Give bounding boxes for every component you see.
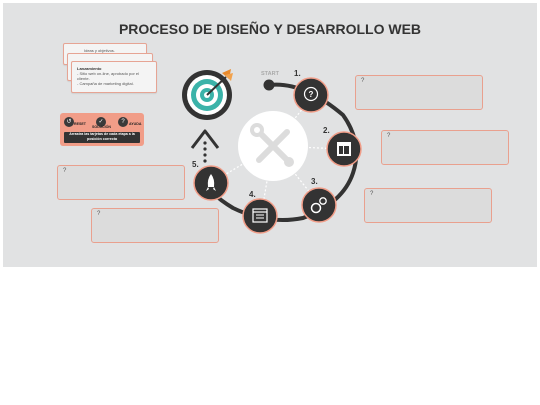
solution-label: SOLUCIÓN <box>92 125 111 129</box>
step-2 <box>326 131 362 167</box>
drop-zone-placeholder: ? <box>370 191 374 197</box>
drop-zone-3[interactable]: ? <box>364 188 492 223</box>
drop-zone-5[interactable]: ? <box>57 165 185 200</box>
drop-zone-placeholder: ? <box>97 211 101 217</box>
card-back-text: Ideas y objetivos. <box>84 48 115 53</box>
drop-zone-4[interactable]: ? <box>91 208 219 243</box>
rocket-icon <box>207 174 215 187</box>
step-1-number: 1. <box>294 69 301 78</box>
card-front-title: Lanzamiento <box>77 66 102 71</box>
wrench-screwdriver-icon <box>256 129 290 163</box>
step-5 <box>193 165 229 201</box>
stage-card-front[interactable]: Lanzamiento - Sitio web on-line, aprobad… <box>71 61 157 93</box>
arrow-head <box>190 129 220 149</box>
help-button[interactable]: ? <box>118 117 128 127</box>
reset-button[interactable]: ↺ <box>64 117 74 127</box>
controls-panel: ↺ RESET ✓ SOLUCIÓN ? AYUDA Arrastra las … <box>60 113 144 146</box>
svg-text:?: ? <box>309 90 314 99</box>
upward-arrow <box>203 141 207 163</box>
browser-checklist-icon <box>252 208 268 223</box>
step-4-number: 4. <box>249 190 256 199</box>
drop-zone-placeholder: ? <box>63 168 67 174</box>
step-5-number: 5. <box>192 160 199 169</box>
process-wheel: START ? 1. 2. <box>182 69 362 234</box>
reset-label: RESET <box>74 122 86 126</box>
drop-zone-1[interactable]: ? <box>355 75 483 110</box>
gears-icon <box>310 202 322 214</box>
step-3 <box>301 187 337 223</box>
help-label: AYUDA <box>129 122 142 126</box>
start-dot <box>263 79 275 91</box>
drop-zone-2[interactable]: ? <box>381 130 509 165</box>
card-front-text: - Sitio web on-line, aprobado por el cli… <box>77 71 140 86</box>
instruction-text: Arrastra las tarjetas de cada etapa a la… <box>64 132 140 143</box>
solution-button[interactable]: ✓ <box>96 117 106 127</box>
diagram-canvas: PROCESO DE DISEÑO Y DESARROLLO WEB Ideas… <box>3 3 537 267</box>
target-arrow-icon <box>182 69 233 120</box>
page-title: PROCESO DE DISEÑO Y DESARROLLO WEB <box>118 21 422 37</box>
start-label: START <box>261 71 280 77</box>
step-3-number: 3. <box>311 177 318 186</box>
step-4 <box>242 198 278 234</box>
drop-zone-placeholder: ? <box>387 133 391 139</box>
step-2-number: 2. <box>323 126 330 135</box>
process-arc <box>201 82 359 222</box>
drop-zone-placeholder: ? <box>361 78 365 84</box>
step-1: ? <box>293 77 329 113</box>
speech-bubble-question-icon <box>303 86 319 102</box>
